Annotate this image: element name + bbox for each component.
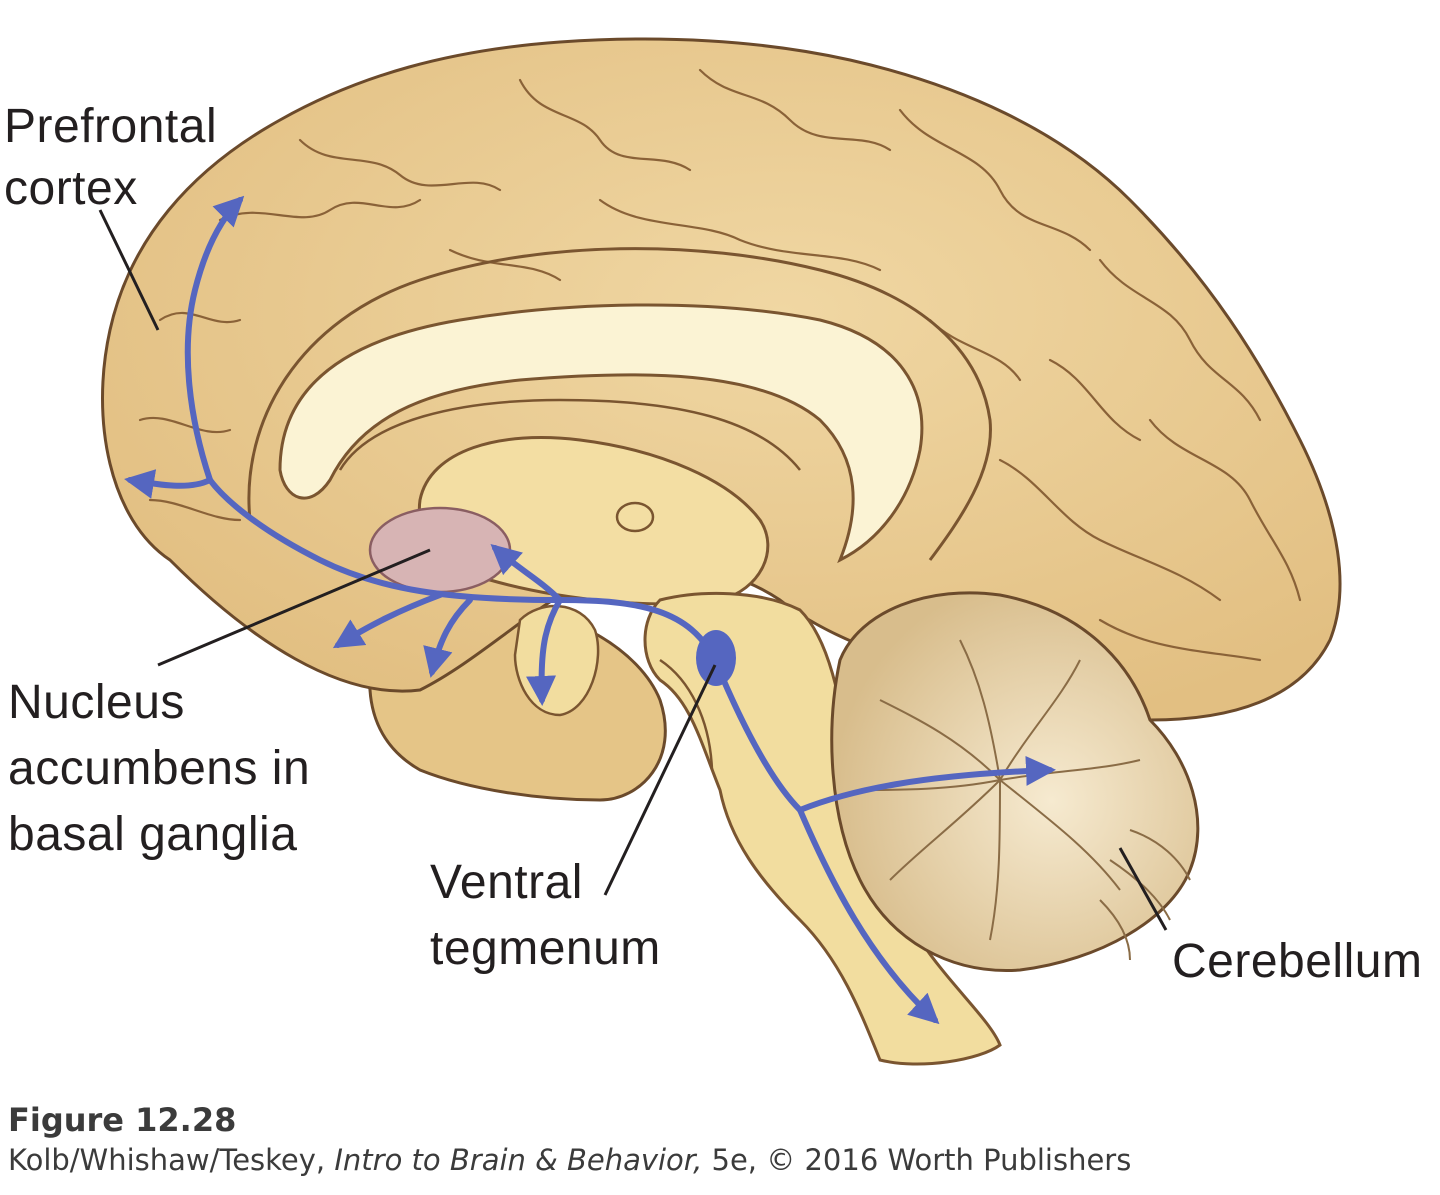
leader-lines	[98, 209, 1168, 931]
pathway-to-spinal-cord	[797, 807, 940, 1025]
label-ventral-tegmentum: Ventral tegmenum	[430, 850, 661, 982]
interthalamic-adhesion	[615, 501, 655, 533]
label-prefrontal-line1: Prefrontal	[4, 100, 218, 153]
label-cerebellum: Cerebellum	[1172, 935, 1423, 988]
label-ventral-line2: tegmenum	[430, 922, 661, 975]
label-nucleus-line3: basal ganglia	[8, 808, 298, 861]
leader-cerebellum	[1118, 847, 1168, 931]
cerebellum-shape	[830, 591, 1200, 972]
label-ventral-line1: Ventral	[430, 856, 583, 909]
pathway-to-prefrontal-upper	[184, 195, 245, 483]
label-nucleus-line2: accumbens in	[8, 742, 311, 795]
label-prefrontal-cortex: Prefrontal cortex	[4, 96, 217, 220]
cingulate-gyrus	[247, 247, 992, 561]
pathway-to-prefrontal-lower	[124, 469, 213, 499]
leader-ventral	[603, 664, 717, 896]
figure-number: Figure 12.28	[8, 1101, 237, 1139]
credit-book-title: Intro to Brain & Behavior,	[334, 1143, 703, 1177]
figure-credit: Kolb/Whishaw/Teskey, Intro to Brain & Be…	[8, 1140, 1131, 1180]
pathway-to-nucleus-accumbens	[490, 544, 563, 603]
label-prefrontal-line2: cortex	[4, 162, 138, 215]
pathway-branch-2	[423, 597, 473, 678]
nucleus-accumbens	[368, 506, 512, 594]
dopamine-pathways	[124, 195, 1056, 1025]
label-nucleus-line1: Nucleus	[8, 676, 185, 729]
leader-nucleus	[157, 548, 431, 667]
gyri-lines	[138, 68, 1302, 662]
credit-authors: Kolb/Whishaw/Teskey,	[8, 1143, 335, 1177]
corpus-callosum	[278, 303, 924, 564]
pathway-branch-3	[526, 597, 563, 706]
label-nucleus-accumbens: Nucleus accumbens in basal ganglia	[8, 670, 310, 868]
leader-prefrontal	[98, 209, 160, 331]
figure-caption: Figure 12.28 Kolb/Whishaw/Teskey, Intro …	[8, 1100, 1131, 1180]
ventral-tegmentum-nucleus	[696, 630, 736, 686]
credit-edition-publisher: 5e, © 2016 Worth Publishers	[702, 1143, 1132, 1177]
pathway-branch-1	[332, 592, 443, 649]
brainstem	[643, 591, 1002, 1066]
fornix	[338, 398, 801, 471]
